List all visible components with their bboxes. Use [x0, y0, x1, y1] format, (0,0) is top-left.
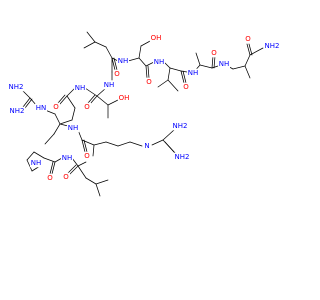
- atom-label: NH2: [265, 42, 280, 50]
- atom-label: NH2: [173, 122, 188, 130]
- atom-label-halo: [186, 68, 200, 78]
- atom-label: O: [114, 70, 120, 78]
- atom-label: NH: [104, 81, 115, 89]
- atom-label: NH: [68, 124, 79, 132]
- atom-label-halo: [145, 77, 154, 87]
- atom-label: O: [84, 103, 90, 111]
- atom-label: NH: [31, 159, 42, 167]
- atom-label-halo: [46, 173, 55, 183]
- atom-label-halo: [73, 83, 87, 93]
- atom-label: O: [47, 174, 53, 182]
- atom-label-halo: [152, 57, 166, 67]
- atom-label-halo: [66, 123, 80, 133]
- peptide-structure-diagram: O NH2 NH O NH O OH NH O NH O OH NH O NH2…: [7, 31, 281, 197]
- atom-label: O: [183, 83, 189, 91]
- atom-label-halo: [116, 56, 130, 66]
- atom-label: NH2: [9, 83, 24, 91]
- atom-label: O: [245, 35, 251, 43]
- atom-label-halo: [182, 82, 191, 92]
- atom-label-halo: [263, 41, 281, 51]
- atom-label-halo: [171, 121, 189, 131]
- atom-label-halo: [8, 106, 26, 116]
- atom-label: O: [146, 78, 152, 86]
- atom-label: O: [63, 173, 69, 181]
- atom-label-halo: [62, 172, 71, 182]
- atom-label: NH: [154, 58, 165, 66]
- atom-label-halo: [113, 69, 122, 79]
- atom-label-halo: [29, 158, 43, 168]
- atom-label-halo: [52, 102, 61, 112]
- atom-label-halo: [117, 93, 131, 103]
- bond-layer: [21, 31, 264, 197]
- atom-label: NH: [62, 154, 73, 162]
- atom-label: O: [53, 103, 59, 111]
- atom-label: OH: [151, 34, 162, 42]
- atom-label: NH: [118, 57, 129, 65]
- atom-label-halo: [102, 80, 116, 90]
- atom-label: NH: [75, 84, 86, 92]
- atom-label-halo: [149, 33, 163, 43]
- atom-label-layer: O NH2 NH O NH O OH NH O NH O OH NH O NH2…: [7, 33, 281, 183]
- atom-label: NH2: [175, 153, 190, 161]
- atom-label: NH: [219, 60, 230, 68]
- atom-label-halo: [217, 59, 231, 69]
- atom-label-halo: [34, 103, 48, 113]
- atom-label-halo: [244, 34, 253, 44]
- atom-label: OH: [119, 94, 130, 102]
- atom-label-halo: [7, 82, 25, 92]
- atom-label: NH: [188, 69, 199, 77]
- atom-label-halo: [83, 102, 92, 112]
- atom-label: N: [144, 142, 149, 150]
- atom-label-halo: [210, 48, 219, 58]
- atom-label-halo: [173, 152, 191, 162]
- atom-label: NH2: [10, 107, 25, 115]
- atom-label: O: [211, 49, 217, 57]
- atom-label-halo: [60, 153, 74, 163]
- atom-label-halo: [83, 151, 92, 161]
- atom-label-halo: [143, 141, 151, 151]
- atom-label: HN: [36, 104, 47, 112]
- atom-label: O: [84, 152, 90, 160]
